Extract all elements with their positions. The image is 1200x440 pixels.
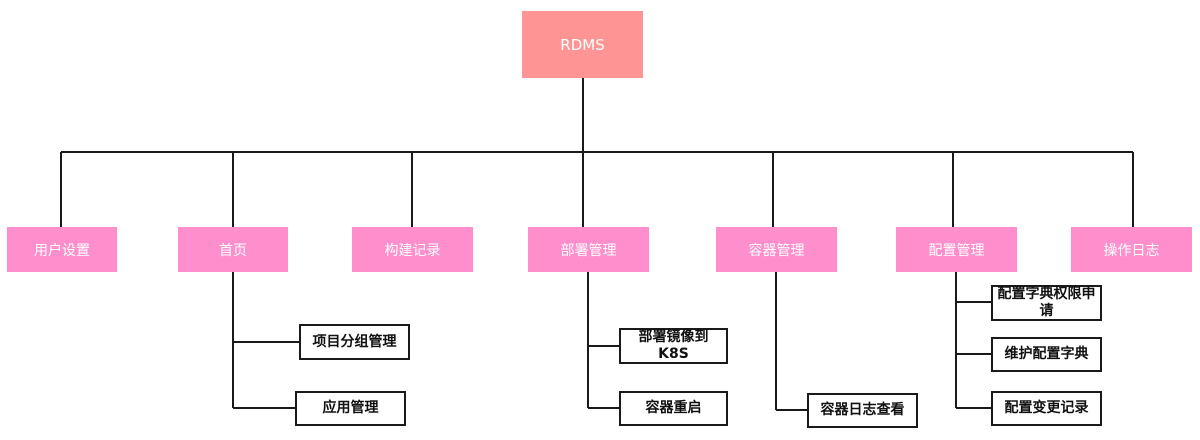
leaf-deploy-image-k8s: 部署镜像到K8S — [619, 328, 728, 364]
leaf-app-management: 应用管理 — [295, 391, 406, 426]
leaf-maintain-config-dict: 维护配置字典 — [991, 337, 1102, 372]
leaf-project-group-management: 项目分组管理 — [299, 324, 410, 360]
category-user-settings: 用户设置 — [7, 227, 117, 272]
leaf-label: 应用管理 — [322, 400, 379, 416]
leaf-container-restart: 容器重启 — [619, 391, 728, 426]
category-label: 配置管理 — [928, 242, 985, 259]
root-label: RDMS — [560, 35, 605, 54]
root-node: RDMS — [522, 11, 643, 78]
category-container: 容器管理 — [716, 227, 837, 272]
leaf-container-log-view: 容器日志查看 — [807, 393, 918, 428]
leaf-label: 容器日志查看 — [820, 402, 905, 418]
leaf-label: 项目分组管理 — [312, 333, 397, 350]
category-home: 首页 — [178, 227, 288, 272]
category-label: 首页 — [219, 242, 247, 259]
category-build-records: 构建记录 — [352, 227, 473, 272]
leaf-label: 部署镜像到K8S — [638, 329, 709, 362]
leaf-label: 容器重启 — [645, 400, 702, 416]
leaf-label: 配置字典权限申请 — [997, 286, 1096, 319]
category-config: 配置管理 — [896, 227, 1017, 272]
category-label: 操作日志 — [1103, 242, 1160, 259]
category-label: 容器管理 — [748, 242, 805, 259]
category-label: 用户设置 — [34, 242, 90, 259]
leaf-config-change-records: 配置变更记录 — [991, 391, 1102, 426]
leaf-config-dict-permission: 配置字典权限申请 — [991, 285, 1102, 321]
category-operation-log: 操作日志 — [1071, 227, 1192, 272]
leaf-label: 配置变更记录 — [1004, 400, 1089, 416]
leaf-label: 维护配置字典 — [1004, 346, 1089, 362]
category-deployment: 部署管理 — [528, 227, 649, 272]
category-label: 构建记录 — [384, 242, 441, 259]
category-label: 部署管理 — [560, 242, 617, 259]
